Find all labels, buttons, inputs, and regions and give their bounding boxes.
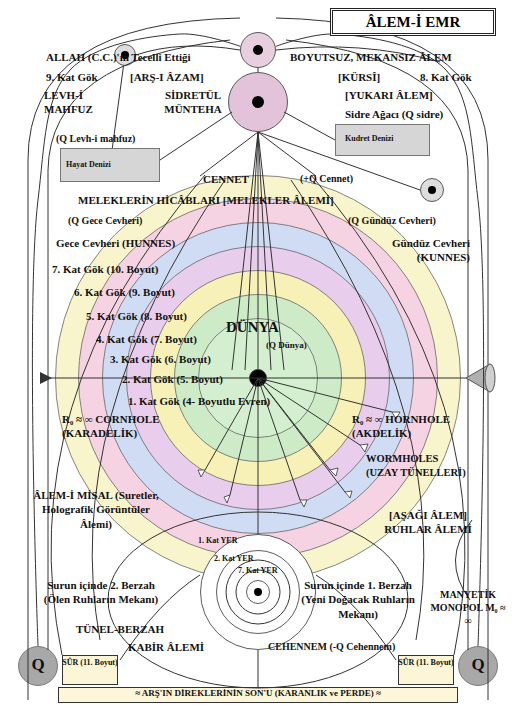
node-label: 3. Kat Gök (6. Boyut)	[110, 352, 211, 366]
node-label: (Q Dünya)	[266, 340, 307, 352]
node-label: Q	[18, 654, 58, 676]
annotation-label: Gündüz Cevheri (KUNNES)	[360, 236, 470, 265]
charge-blob: Q	[18, 646, 58, 686]
annotation-label: [YUKARI ÂLEM]	[345, 88, 433, 102]
annotation-label: WORMHOLES (UZAY TÜNELLERİ)	[366, 452, 470, 479]
annotation-label: ALLAH (C.C.)'ın Tecelli Ettiği	[46, 50, 191, 64]
annotation-label: BOYUTSUZ, MEKANSIZ ÂLEM	[290, 50, 452, 64]
sky-layer-ring: 2. Kat Gök (5. Boyut)1. Kat Gök (4- Boyu…	[174, 294, 342, 462]
annotation-label: (Q Gece Cevheri)	[68, 214, 142, 227]
sidre-circle-outline	[228, 72, 288, 132]
annotation-label: Surun içinde 1. Berzah (Yeni Doğacak Ruh…	[292, 578, 424, 621]
annotation-label: 8. Kat Gök	[420, 70, 472, 84]
cevher-circle-outline	[420, 178, 444, 202]
annotation-label: R₀ ≈ ∞ CORNHOLE (KARADELİK)	[62, 412, 174, 441]
annotation-label: 9. Kat Gök	[46, 70, 98, 84]
node-label: DÜNYA	[226, 318, 279, 338]
annotation-label: Surun içinde 2. Berzah (Ölen Ruhların Me…	[34, 578, 168, 607]
annotation-label: TÜNEL-BERZAH	[76, 622, 164, 636]
sidre-box: Sidre Ağacı (Q sidre)Kudret Denizi	[335, 124, 430, 156]
connector-line	[276, 34, 484, 646]
connector-line	[258, 68, 259, 72]
annotation-label: CEHENNEM (-Q Cehennem)	[268, 640, 395, 653]
node-label: SÛR (11. Boyut)	[62, 658, 118, 668]
node-label: 2. Kat Gök (5. Boyut)	[122, 372, 223, 386]
node-label: [KÜRSÎ]	[338, 70, 380, 84]
annotation-label: MELEKLERİN HİCÂBLARI [MELEKLER ÂLEMİ]	[78, 193, 334, 207]
node-label: [ARŞ-I ÂZAM]	[130, 70, 204, 84]
node-label: SİDRETÜL MÜNTEHA	[156, 88, 230, 117]
sky-layer-ring: 3. Kat Gök (6. Boyut)2. Kat Gök (5. Boyu…	[150, 270, 366, 486]
node-label: LEVH-İ MAHFUZ	[44, 88, 106, 117]
levh-box: (Q Levh-i mahfuz)Hayat Denizi	[60, 148, 160, 182]
node-label: SÛR (11. Boyut)	[398, 658, 454, 668]
annotation-label: MANYETİK MONOPOL M₀ ≈ ∞	[428, 588, 508, 627]
connector-line	[32, 34, 240, 646]
node-label: 6. Kat Gök (9. Boyut)	[74, 285, 175, 299]
node-label: 4. Kat Gök (7. Boyut)	[96, 332, 197, 346]
annotation-label: Gece Cevheri (HUNNES)	[56, 236, 175, 250]
arsh-circle-outline	[240, 32, 276, 68]
sidre-circle: SİDRETÜL MÜNTEHA	[228, 72, 288, 132]
node-label: (Q Gündüz Cevheri)	[348, 214, 436, 227]
node-label: 7. Kat Gök (10. Boyut)	[52, 262, 158, 276]
charge-blob: Q	[458, 646, 498, 686]
earth-layer-ring: 1. Kat YER 2. Kat YER 7. Kat YER	[200, 534, 316, 650]
sky-layer-ring: 4. Kat Gök (7. Boyut)3. Kat Gök (6. Boyu…	[126, 246, 390, 510]
earth-dot-outline	[249, 369, 267, 387]
connector-line	[258, 132, 259, 369]
annotation-label: R₀ ≈ ∞ HORNHOLE (AKDELİK)	[352, 412, 464, 441]
earth-layer-ring: 2. Kat YER 7. Kat YER	[216, 550, 300, 634]
earth-layer-ring-outline	[246, 580, 270, 604]
title-box: ÂLEM-İ EMR	[330, 8, 496, 36]
node-label: (Q Levh-i mahfuz)	[56, 132, 135, 145]
node-label: Hayat Denizi	[66, 160, 111, 170]
node-label: 2. Kat YER	[214, 554, 253, 564]
annotation-label: KABİR ÂLEMİ	[128, 640, 204, 654]
connector-line	[258, 387, 259, 534]
bottom-banner: ≈ ARŞ'IN DİREKLERİNİN SON'U (KARANLIK ve…	[58, 687, 458, 703]
earth-layer-ring: 7. Kat YER	[246, 580, 270, 604]
sur-box: SÛR (11. Boyut)	[398, 655, 454, 685]
sur-box: SÛR (11. Boyut)	[62, 655, 118, 685]
node-label: 1. Kat Gök (4- Boyutlu Evren)	[128, 394, 270, 408]
cevher-circle: (Q Gündüz Cevheri)	[420, 178, 444, 202]
node-label: Kudret Denizi	[345, 134, 394, 144]
connector-line	[112, 66, 123, 148]
annotation-label: (+Q Cennet)	[300, 172, 353, 185]
earth-dot: DÜNYA(Q Dünya)	[249, 369, 267, 387]
node-label: Sidre Ağacı (Q sidre)	[345, 107, 443, 121]
title-text: ÂLEM-İ EMR	[366, 14, 461, 31]
annotation-label: CENNET	[203, 172, 249, 186]
node-label: 7. Kat YER	[238, 566, 277, 576]
node-label: Q	[458, 654, 498, 676]
node-label: ≈ ARŞ'IN DİREKLERİNİN SON'U (KARANLIK ve…	[58, 688, 458, 700]
annotation-label: [AŞAĞI ÂLEM] RUHLAR ÂLEMİ	[380, 508, 476, 537]
node-label: 1. Kat YER	[198, 536, 237, 546]
annotation-label: ÂLEM-İ MİSAL (Suretler, Holografik Görün…	[30, 488, 162, 531]
node-label: 5. Kat Gök (8. Boyut)	[86, 309, 187, 323]
arsh-circle: [ARŞ-I ÂZAM][KÜRSÎ]	[240, 32, 276, 68]
